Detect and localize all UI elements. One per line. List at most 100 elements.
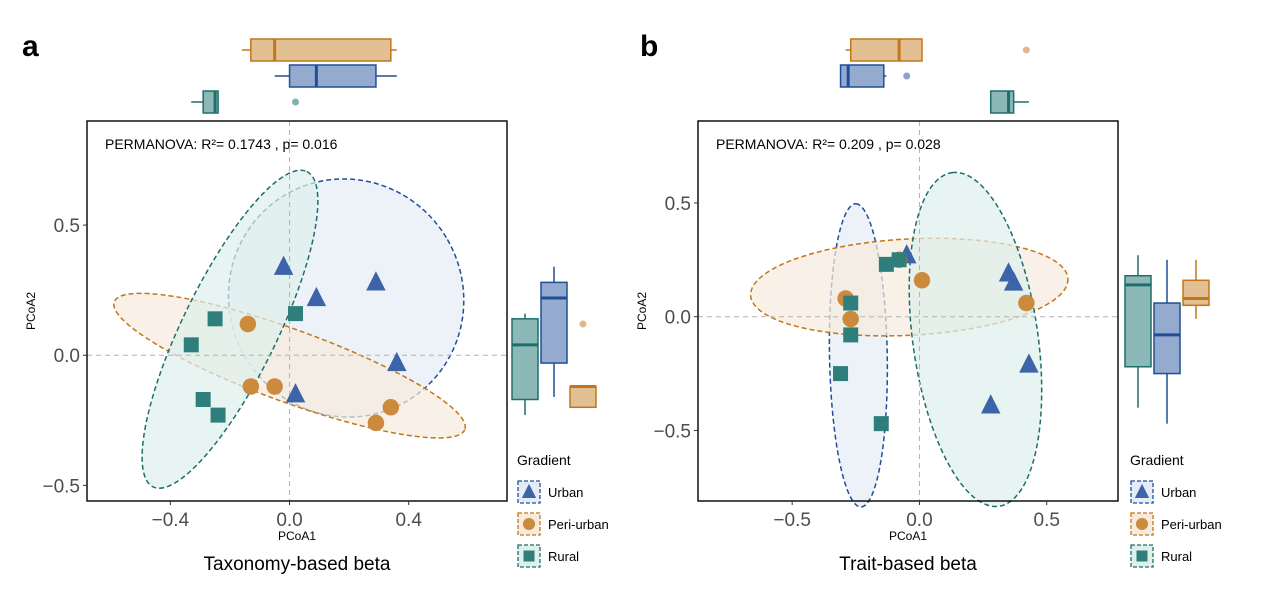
- legend-triangle-icon: [521, 483, 537, 498]
- panel-a-y-axis-label: PCoA2: [24, 292, 38, 330]
- panel-a-permanova-annotation: PERMANOVA: R²= 0.1743 , p= 0.016: [105, 136, 338, 152]
- legend-item-urban: Urban: [1130, 480, 1196, 504]
- right-boxplot-rural: [511, 313, 539, 416]
- legend-a-title: Gradient: [517, 452, 571, 468]
- panel-a-x-axis-label: PCoA1: [278, 529, 316, 543]
- right-boxplot-peri-urban: [569, 320, 597, 409]
- outlier-point: [903, 72, 911, 80]
- y-tick-label: 0.5: [665, 194, 691, 215]
- panel-a-letter: a: [22, 30, 39, 63]
- legend-b-title: Gradient: [1130, 452, 1184, 468]
- panel-b: b PERMANOVA: R²= 0.209 , p= 0.028 −0.5 0.…: [635, 30, 1210, 575]
- panel-b-points: [833, 244, 1039, 432]
- box: [250, 38, 392, 62]
- box: [288, 64, 377, 88]
- point-rural: [843, 327, 859, 343]
- right-boxplot-rural: [1124, 255, 1152, 408]
- point-rural: [873, 416, 889, 432]
- x-tick-label: −0.4: [152, 510, 190, 531]
- legend-label: Peri-urban: [1161, 517, 1222, 532]
- point-peri-urban: [239, 315, 257, 333]
- legend-label: Peri-urban: [548, 517, 609, 532]
- panel-b-subtitle: Trait-based beta: [839, 554, 977, 575]
- panel-b-top-boxplots: [839, 38, 1030, 114]
- point-rural: [833, 366, 849, 382]
- box: [569, 385, 597, 409]
- point-urban: [1003, 271, 1024, 291]
- point-peri-urban: [842, 310, 859, 328]
- point-urban: [1019, 353, 1039, 373]
- panel-b-x-ticks: −0.5 0.0 0.5: [773, 501, 1060, 531]
- point-rural: [843, 295, 859, 311]
- panel-b-ellipses: [749, 171, 1069, 508]
- panel-a-top-boxplots: [191, 38, 397, 114]
- point-rural: [878, 256, 894, 272]
- legend-label: Rural: [548, 549, 579, 564]
- point-rural: [210, 407, 226, 423]
- top-boxplot-urban: [274, 64, 397, 88]
- point-urban: [285, 383, 306, 403]
- box: [989, 90, 1015, 114]
- point-rural: [288, 306, 304, 322]
- point-rural: [195, 391, 211, 407]
- y-tick-label: 0.5: [54, 216, 80, 237]
- top-boxplot-urban: [839, 64, 911, 88]
- point-peri-urban: [382, 399, 400, 416]
- box: [839, 64, 885, 88]
- x-tick-label: 0.4: [395, 510, 422, 531]
- panel-b-x-axis-label: PCoA1: [889, 529, 927, 543]
- top-boxplot-peri-urban: [241, 38, 397, 62]
- panel-b-right-boxplots: [1124, 255, 1210, 424]
- legend-label: Urban: [1161, 485, 1196, 500]
- point-urban: [273, 255, 294, 275]
- panel-a-ellipses: [113, 169, 467, 489]
- panel-b-reference-lines: [698, 121, 1118, 501]
- x-tick-label: 0.5: [1034, 510, 1060, 531]
- legend-label: Urban: [548, 485, 583, 500]
- panel-b-permanova-annotation: PERMANOVA: R²= 0.209 , p= 0.028: [716, 136, 941, 152]
- right-boxplot-urban: [1153, 259, 1181, 424]
- point-urban: [366, 271, 386, 291]
- point-urban: [387, 351, 407, 372]
- point-peri-urban: [266, 378, 283, 395]
- box: [1124, 274, 1152, 368]
- top-boxplot-peri-urban: [845, 38, 1030, 62]
- outlier-point: [292, 98, 300, 106]
- point-urban: [980, 394, 1001, 414]
- top-boxplot-rural: [191, 90, 300, 114]
- point-rural: [183, 337, 199, 353]
- point-peri-urban: [367, 414, 385, 432]
- box: [511, 318, 539, 401]
- legend-circle-icon: [522, 517, 536, 531]
- panel-a-right-boxplots: [511, 266, 597, 416]
- y-tick-label: −0.5: [653, 421, 691, 442]
- panel-a-subtitle: Taxonomy-based beta: [204, 554, 391, 575]
- panel-a-y-ticks: −0.50.00.5: [42, 216, 87, 497]
- legend-item-peri-urban: Peri-urban: [1130, 512, 1222, 536]
- legend-square-icon: [523, 550, 535, 562]
- x-tick-label: −0.5: [773, 510, 811, 531]
- legend-item-urban: Urban: [517, 480, 583, 504]
- panel-b-letter: b: [640, 30, 658, 63]
- legend-item-rural: Rural: [517, 544, 579, 568]
- legend-item-rural: Rural: [1130, 544, 1192, 568]
- legend-item-peri-urban: Peri-urban: [517, 512, 609, 536]
- panel-a-plot-border: [86, 120, 508, 502]
- point-peri-urban: [913, 272, 931, 289]
- x-tick-label: 0.0: [906, 510, 932, 531]
- point-rural: [891, 252, 907, 268]
- point-rural: [207, 311, 223, 327]
- right-boxplot-urban: [540, 266, 568, 397]
- top-boxplot-rural: [989, 90, 1029, 114]
- ellipse-rural: [141, 169, 319, 489]
- panel-b-y-axis-label: PCoA2: [635, 292, 649, 330]
- outlier-point: [1022, 46, 1030, 54]
- legend-circle-icon: [1135, 517, 1149, 531]
- legend-label: Rural: [1161, 549, 1192, 564]
- y-tick-label: 0.0: [665, 308, 691, 329]
